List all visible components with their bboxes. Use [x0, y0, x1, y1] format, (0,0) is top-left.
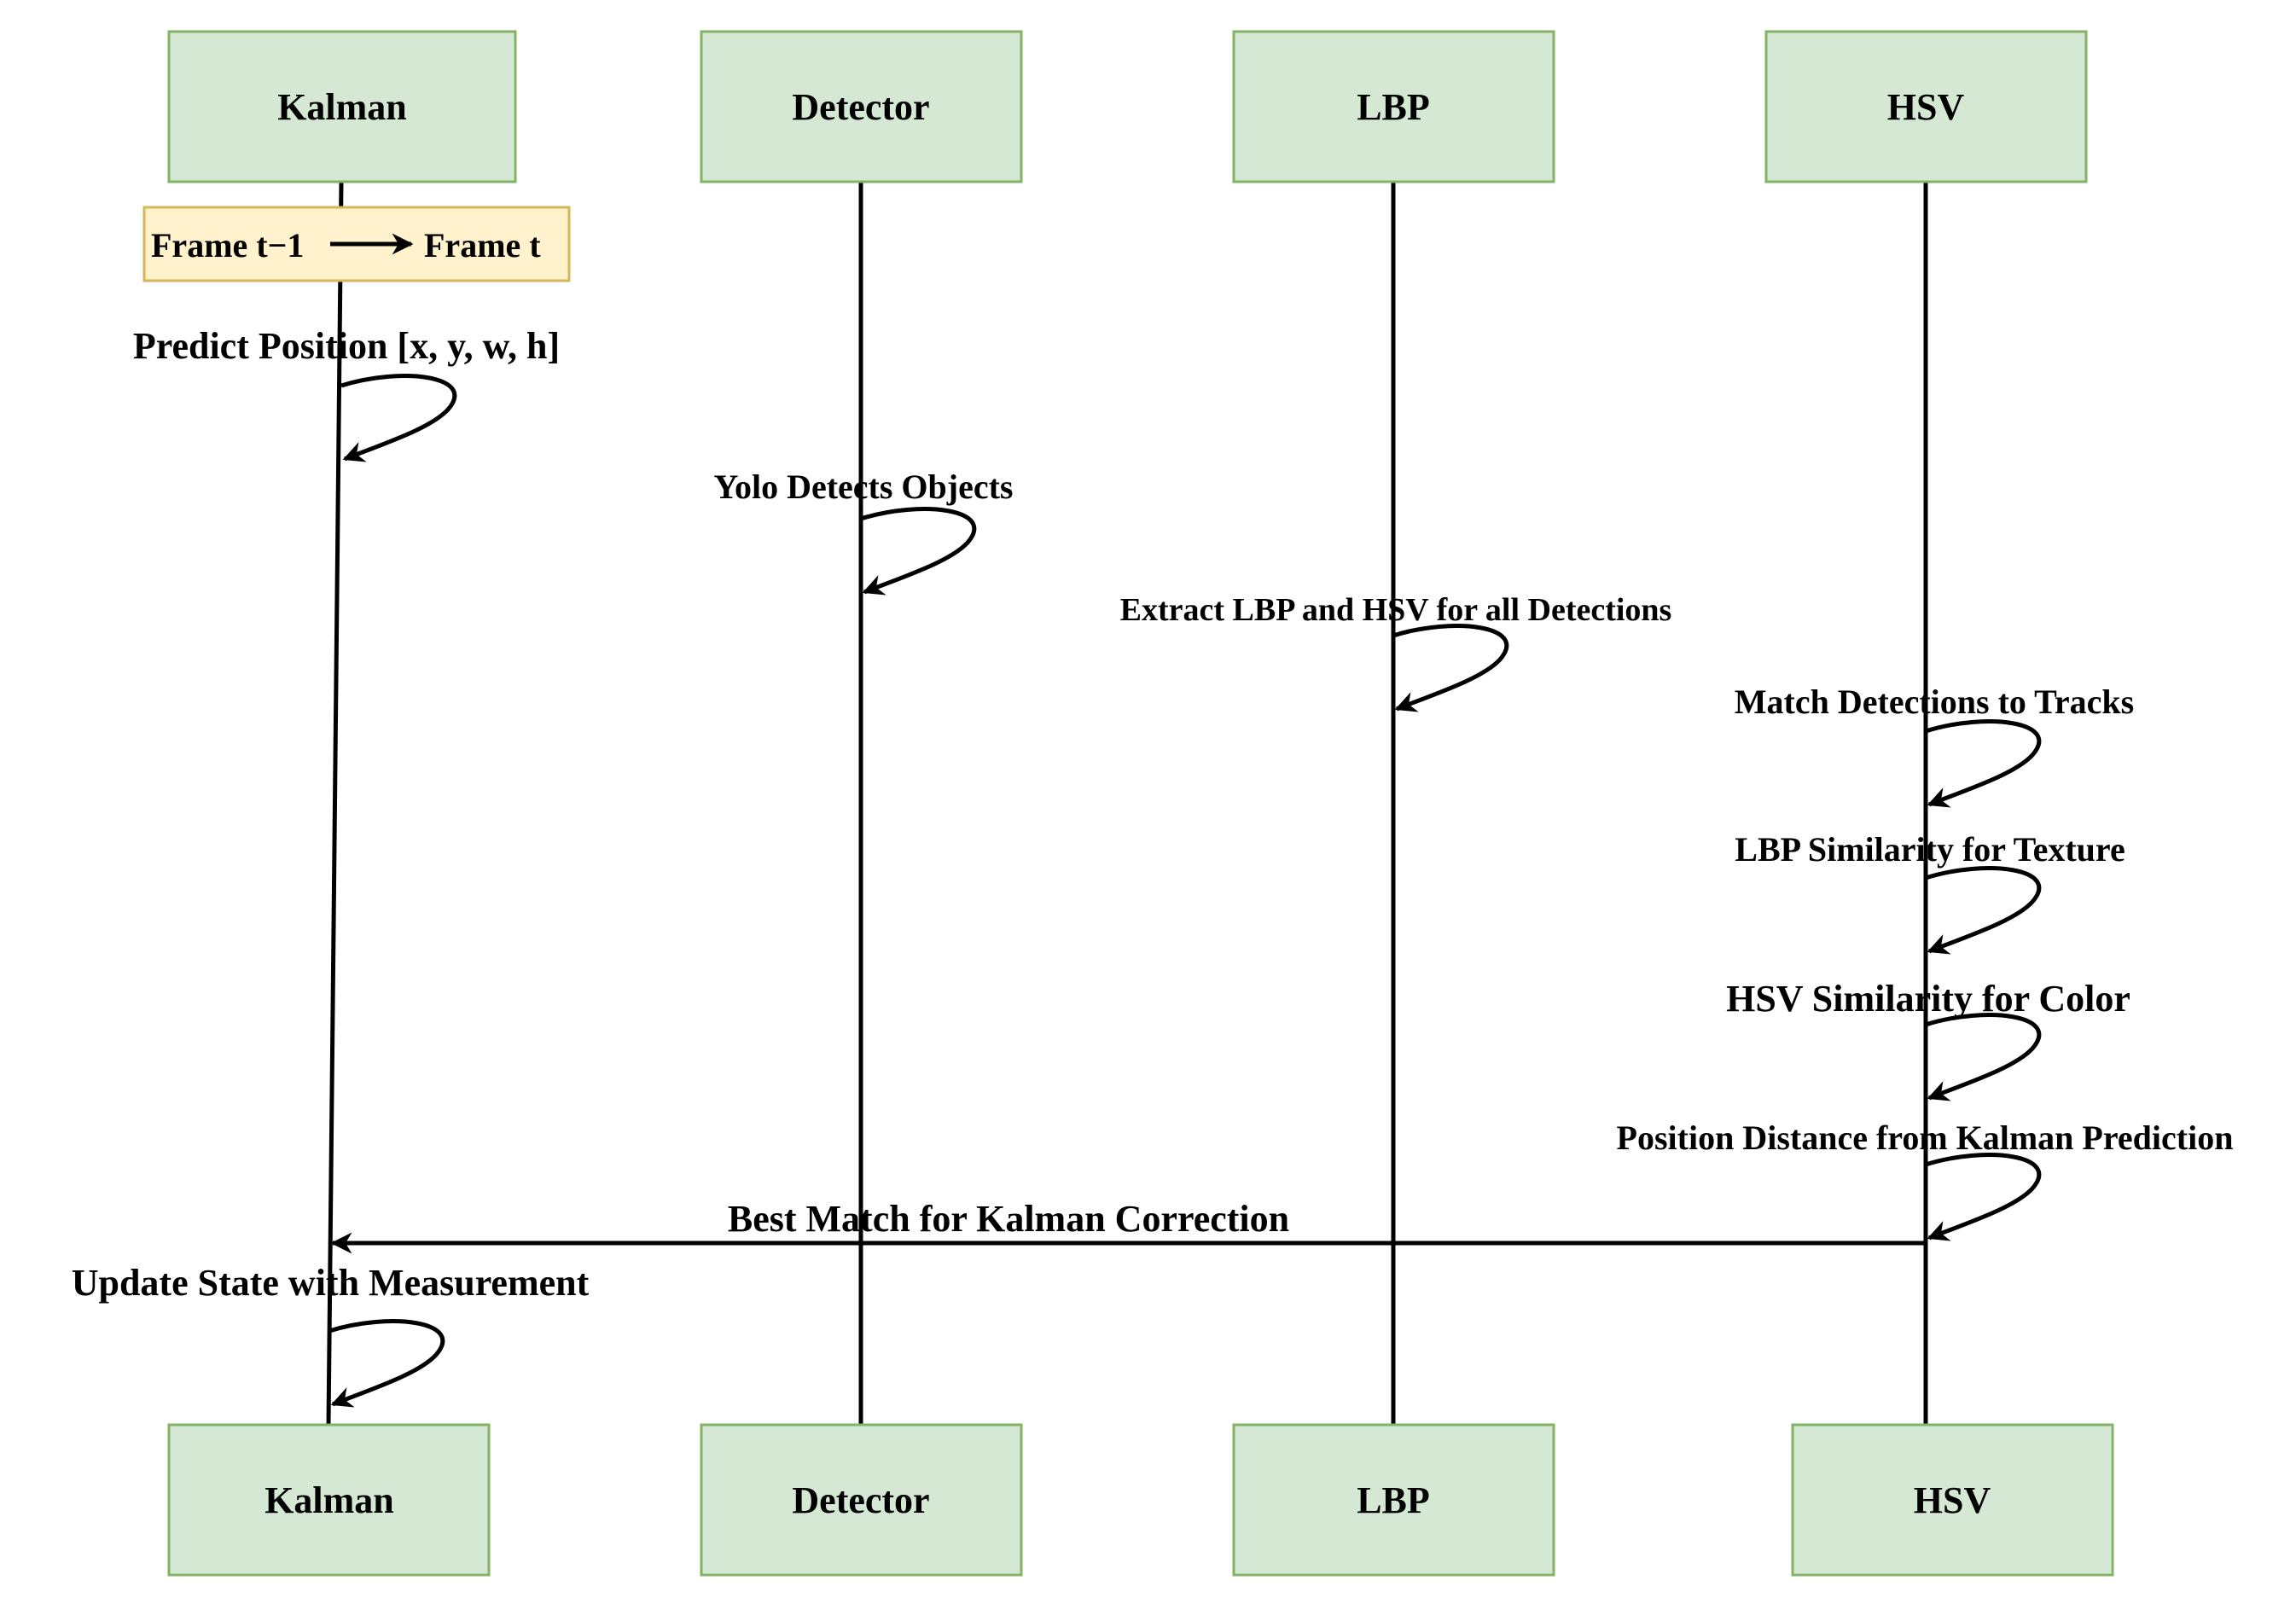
- message-label: Predict Position [x, y, w, h]: [133, 325, 560, 367]
- frame-note: Frame t−1 Frame t: [142, 206, 571, 282]
- message-position-distance: Position Distance from Kalman Prediction: [1617, 1119, 2234, 1241]
- message-label: Yolo Detects Objects: [714, 468, 1014, 506]
- participant-label: LBP: [1357, 86, 1430, 128]
- self-loop-arrow: [1925, 866, 2042, 955]
- self-loop-arrow: [1925, 1013, 2042, 1101]
- message-best-match: Best Match for Kalman Correction: [330, 1198, 1926, 1254]
- participant-label: LBP: [1357, 1479, 1430, 1521]
- self-loop-arrow: [1392, 624, 1509, 712]
- participant-label: HSV: [1887, 86, 1965, 128]
- message-label: Extract LBP and HSV for all Detections: [1120, 592, 1672, 628]
- participant-label: Detector: [792, 86, 929, 128]
- message-update: Update State with Measurement: [72, 1262, 590, 1408]
- self-loop-arrow: [1925, 1153, 2042, 1241]
- message-label: Update State with Measurement: [72, 1262, 590, 1304]
- message-hsv-similarity: HSV Similarity for Color: [1726, 978, 2130, 1101]
- participant-kalman-top: Kalman: [167, 30, 517, 183]
- message-yolo: Yolo Detects Objects: [714, 468, 1014, 596]
- participant-label: Detector: [792, 1479, 929, 1521]
- message-label: Position Distance from Kalman Prediction: [1617, 1119, 2234, 1157]
- participant-detector-bottom: Detector: [700, 1423, 1023, 1577]
- message-predict: Predict Position [x, y, w, h]: [133, 325, 560, 462]
- frame-note-from: Frame t−1: [151, 226, 304, 264]
- participant-lbp-bottom: LBP: [1232, 1423, 1555, 1577]
- message-label: LBP Similarity for Texture: [1735, 830, 2125, 869]
- frame-note-to: Frame t: [424, 226, 541, 264]
- participant-lbp-top: LBP: [1232, 30, 1555, 183]
- participant-hsv-top: HSV: [1764, 30, 2088, 183]
- participant-label: Kalman: [277, 86, 407, 128]
- message-label: Best Match for Kalman Correction: [728, 1198, 1289, 1240]
- message-label: HSV Similarity for Color: [1726, 978, 2130, 1020]
- participant-hsv-bottom: HSV: [1791, 1423, 2114, 1577]
- participant-detector-top: Detector: [700, 30, 1023, 183]
- participant-label: Kalman: [264, 1479, 394, 1521]
- message-label: Match Detections to Tracks: [1735, 683, 2134, 721]
- self-loop-arrow: [328, 1319, 445, 1408]
- participant-label: HSV: [1914, 1479, 1991, 1521]
- self-loop-arrow: [860, 507, 977, 596]
- self-loop-arrow: [1925, 719, 2042, 808]
- message-match: Match Detections to Tracks: [1735, 683, 2134, 808]
- message-lbp-similarity: LBP Similarity for Texture: [1735, 830, 2125, 955]
- message-extract: Extract LBP and HSV for all Detections: [1120, 592, 1672, 712]
- kalman-lifeline: [326, 180, 344, 1426]
- self-loop-arrow: [340, 374, 457, 462]
- participant-kalman-bottom: Kalman: [167, 1423, 491, 1577]
